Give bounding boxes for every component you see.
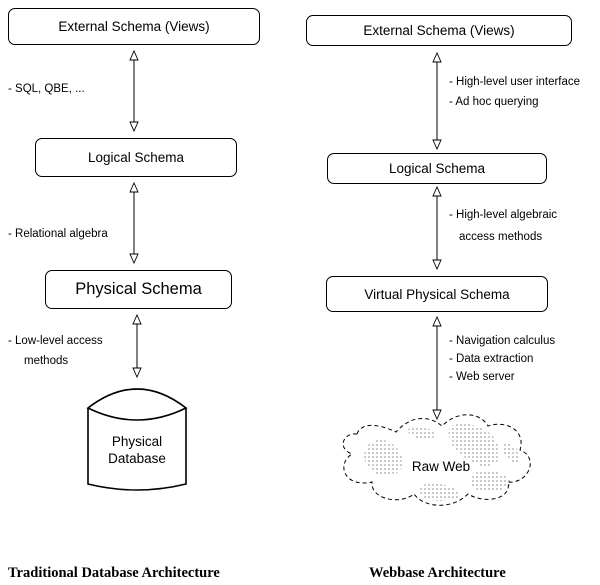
note-high-level-ui-line2: - Ad hoc querying [449,96,539,108]
note-sql-qbe: - SQL, QBE, ... [8,83,85,95]
external-schema-label-webbase: External Schema (Views) [363,23,515,38]
note-low-level-access-line2: methods [24,355,69,367]
note-high-level-ui: - High-level user interface - Ad hoc que… [449,74,580,110]
physical-schema-label-traditional: Physical Schema [75,280,202,298]
raw-web-label: Raw Web [411,459,471,474]
note-navigation-line2: - Data extraction [449,353,534,365]
note-navigation-line1: - Navigation calculus [449,335,556,347]
note-relational-algebra: - Relational algebra [8,228,108,240]
caption-traditional: Traditional Database Architecture [8,565,220,581]
physical-database-line2: Database [108,451,166,466]
logical-schema-box-webbase: Logical Schema [327,153,547,184]
note-navigation: - Navigation calculus - Data extraction … [449,333,555,385]
note-navigation-line3: - Web server [449,371,515,383]
note-low-level-access-line1: - Low-level access [8,335,103,347]
database-cylinder [86,388,188,491]
external-schema-box-traditional: External Schema (Views) [8,8,260,45]
note-high-level-algebraic-line2: access methods [459,231,543,243]
physical-schema-label-webbase: Virtual Physical Schema [364,286,510,302]
raw-web-cloud [342,414,531,506]
physical-database-label: Physical Database [88,433,186,467]
logical-schema-label-traditional: Logical Schema [87,150,185,165]
external-schema-box-webbase: External Schema (Views) [306,15,572,46]
note-high-level-algebraic: - High-level algebraic access methods [449,207,557,245]
physical-database-line1: Physical [111,434,163,449]
physical-schema-box-traditional: Physical Schema [45,270,232,309]
logical-schema-box-traditional: Logical Schema [35,138,237,177]
note-low-level-access: - Low-level access methods [8,333,103,369]
note-high-level-ui-line1: - High-level user interface [449,76,581,88]
caption-webbase: Webbase Architecture [369,565,506,581]
note-high-level-algebraic-line1: - High-level algebraic [449,209,558,221]
physical-schema-box-webbase: Virtual Physical Schema [326,276,548,312]
external-schema-label-traditional: External Schema (Views) [58,19,210,34]
logical-schema-label-webbase: Logical Schema [388,161,486,176]
